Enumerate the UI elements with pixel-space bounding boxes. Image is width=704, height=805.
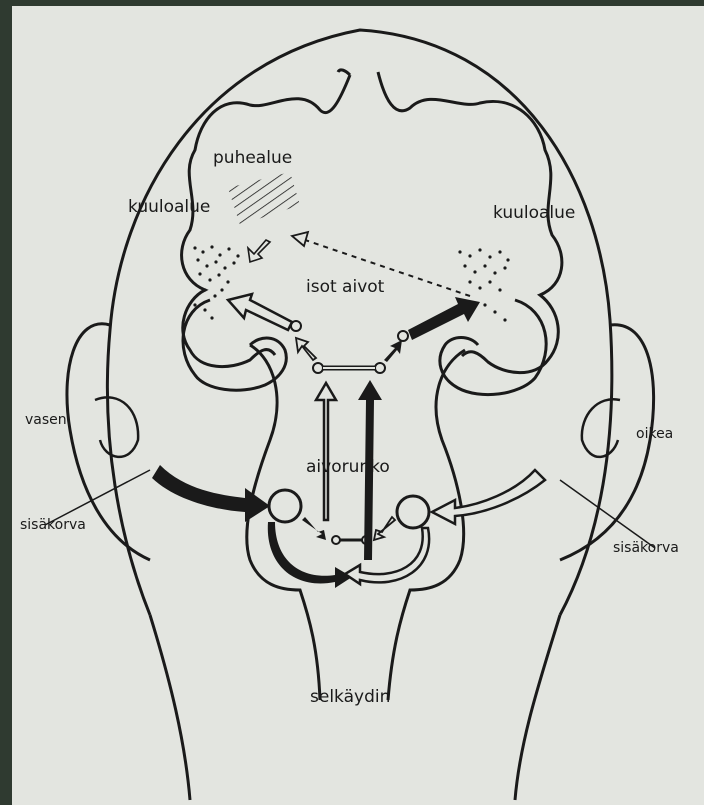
right-cochlear-nucleus <box>397 496 429 528</box>
label-aivorunko: aivorunko <box>306 457 390 477</box>
small-solid-arrow <box>302 517 326 540</box>
small-nucleus-right-top <box>398 331 408 341</box>
neck-left <box>150 615 190 800</box>
label-puhealue: puhealue <box>213 148 292 168</box>
left-cochlear-nucleus <box>269 490 301 522</box>
dashed-arrow-head <box>292 232 308 246</box>
solid-arrow-to-right-cortex <box>408 297 480 340</box>
left-ear-inner <box>95 397 138 457</box>
label-kuuloalue-left: kuuloalue <box>128 197 210 217</box>
small-nucleus-left-mid <box>313 363 323 373</box>
oikea-pointer <box>560 480 655 548</box>
small-solid-arrow-mid <box>384 340 402 362</box>
solid-arrow-bottom-cross <box>268 522 352 588</box>
label-sisakorva-left: sisäkorva <box>20 517 86 533</box>
brainstem-right <box>388 350 465 700</box>
speech-to-hearing-arrow <box>248 240 270 262</box>
label-oikea: oikea <box>636 426 673 442</box>
hollow-arrow-bottom-cross <box>345 528 429 584</box>
brain-outline <box>182 70 350 367</box>
left-hearing-area-dots <box>193 245 239 319</box>
small-hollow-arrow <box>374 517 395 540</box>
small-nucleus-right-mid <box>375 363 385 373</box>
neck-right <box>515 615 560 800</box>
right-ear-inner <box>582 399 620 457</box>
hollow-arrow-right-ear <box>432 470 545 524</box>
hollow-ascending-arrow <box>316 383 336 520</box>
small-hollow-arrow-mid <box>296 338 316 360</box>
label-sisakorva-right: sisäkorva <box>613 540 679 556</box>
speech-area-hatch <box>228 172 300 225</box>
small-nucleus-bottom-left <box>332 536 340 544</box>
label-vasen: vasen <box>25 412 67 428</box>
label-kuuloalue-right: kuuloalue <box>493 203 575 223</box>
hollow-arrow-to-left-cortex <box>228 294 292 330</box>
solid-arrow-left-ear <box>152 465 270 522</box>
right-ear <box>560 325 654 560</box>
label-selkaydin: selkäydin <box>310 687 390 707</box>
label-isot-aivot: isot aivot <box>306 277 385 297</box>
